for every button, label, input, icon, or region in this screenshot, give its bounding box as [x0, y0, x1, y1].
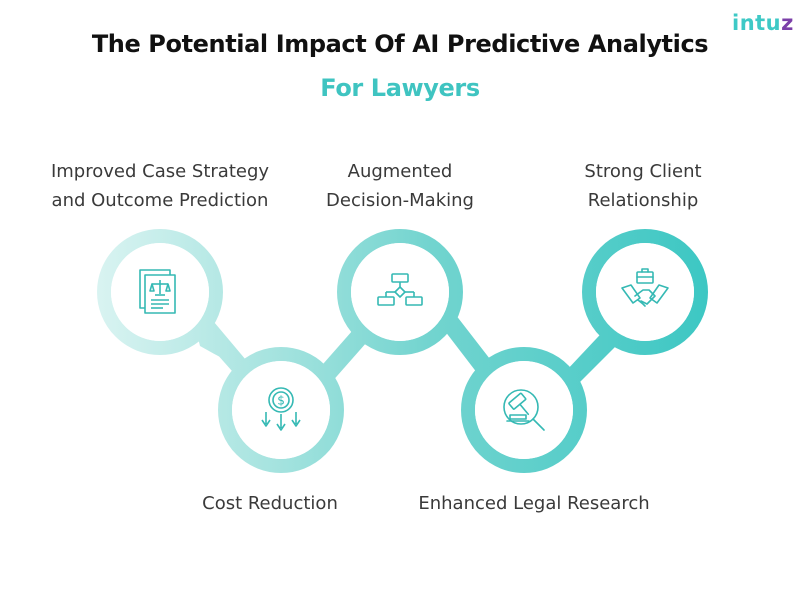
step-label-cost-reduction: Cost Reduction	[170, 489, 370, 518]
label-line: Strong Client	[584, 161, 702, 182]
ring-2	[218, 347, 344, 473]
logo-accent: z	[781, 11, 794, 35]
handshake-briefcase-icon	[621, 268, 669, 307]
legal-document-scales-icon	[139, 269, 176, 314]
ring-5	[582, 229, 708, 355]
step-label-strong-client-relationship: Strong Client Relationship	[543, 157, 743, 215]
rings	[97, 229, 708, 473]
intuz-logo: intuz	[732, 11, 794, 35]
label-line: Improved Case Strategy	[50, 161, 270, 182]
label-line: Relationship	[587, 190, 699, 211]
page-subtitle: For Lawyers	[320, 74, 480, 102]
label-line: Enhanced Legal Research	[418, 493, 650, 514]
ring-4	[461, 347, 587, 473]
label-line: Decision-Making	[326, 190, 474, 211]
label-line: Augmented	[347, 161, 453, 182]
dollar-coin-down-arrows-icon: $	[261, 387, 301, 431]
step-label-improved-case-strategy: Improved Case Strategy and Outcome Predi…	[22, 157, 298, 215]
label-line: and Outcome Prediction	[51, 190, 269, 211]
gavel-magnifier-icon	[503, 389, 545, 431]
flowchart-decision-icon	[377, 273, 423, 306]
step-label-augmented-decision-making: Augmented Decision-Making	[300, 157, 500, 215]
ring-3	[337, 229, 463, 355]
logo-text: intu	[732, 11, 782, 35]
ring-1	[97, 229, 223, 355]
page-title: The Potential Impact Of AI Predictive An…	[91, 30, 709, 58]
svg-text:$: $	[277, 394, 285, 408]
step-label-enhanced-legal-research: Enhanced Legal Research	[404, 489, 664, 518]
label-line: Cost Reduction	[202, 493, 338, 514]
